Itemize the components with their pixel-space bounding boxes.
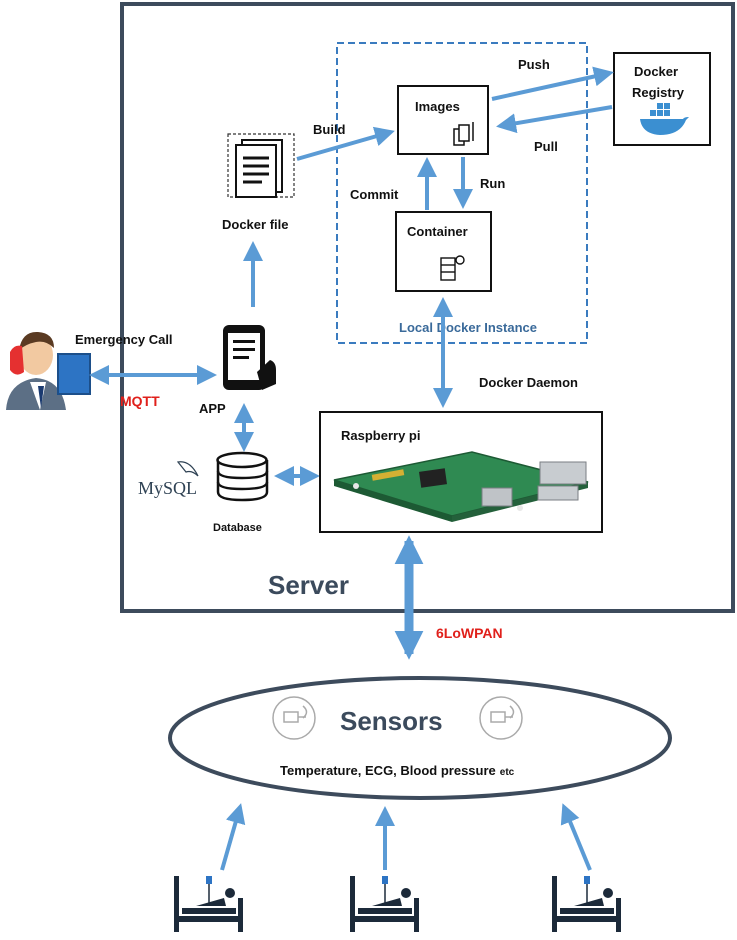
smartphone-touch-icon (223, 325, 276, 390)
registry-label-line2: Registry (632, 85, 685, 100)
server-box (120, 2, 735, 613)
container-settings-icon (440, 255, 465, 281)
sensor-types-etc: etc (500, 767, 515, 778)
database-label: Database (213, 522, 262, 534)
mysql-dolphin-icon (176, 461, 199, 477)
sensor-node-icon (272, 696, 316, 740)
app-label: APP (199, 401, 226, 416)
mqtt-label: MQTT (120, 393, 160, 409)
local-docker-instance-box (336, 42, 588, 344)
run-label: Run (480, 176, 505, 191)
images-box (397, 85, 489, 155)
patient1-arrow (220, 803, 246, 871)
server-label: Server (268, 570, 349, 600)
emergency-call-label: Emergency Call (75, 332, 173, 347)
commit-label: Commit (350, 187, 399, 202)
container-label: Container (407, 224, 468, 239)
pull-label: Pull (534, 139, 558, 154)
pull-arrow (496, 105, 613, 134)
mysql-logo: MySQL (138, 478, 197, 498)
docker-file-label: Docker file (222, 217, 288, 232)
build-label: Build (313, 122, 346, 137)
database-cylinder-icon (216, 451, 269, 502)
docker-whale-icon (640, 103, 689, 135)
patient-bed-icon (552, 876, 621, 932)
images-label: Images (415, 99, 460, 114)
raspberry-pi-board-icon (333, 451, 589, 522)
sixlowpan-label: 6LoWPAN (436, 625, 503, 641)
push-arrow (491, 66, 614, 101)
container-box (395, 211, 492, 292)
raspberry-pi-label: Raspberry pi (341, 428, 420, 443)
build-arrow (296, 126, 395, 161)
patient3-arrow (560, 803, 592, 871)
docker-daemon-label: Docker Daemon (479, 375, 578, 390)
document-stack-icon (235, 139, 283, 198)
registry-label-line1: Docker (634, 64, 678, 79)
sensor-types-label: Temperature, ECG, Blood pressure etc (280, 763, 515, 778)
sensors-label: Sensors (340, 706, 443, 736)
image-stack-icon (453, 122, 474, 146)
push-label: Push (518, 57, 550, 72)
local-docker-instance-label: Local Docker Instance (399, 320, 537, 335)
sensors-ellipse (168, 676, 672, 800)
patient-bed-icon (174, 876, 243, 932)
sensor-types-main: Temperature, ECG, Blood pressure (280, 763, 496, 778)
patient-bed-icon (350, 876, 419, 932)
sensor-node-icon (479, 696, 523, 740)
doctor-phone-icon (6, 331, 91, 410)
